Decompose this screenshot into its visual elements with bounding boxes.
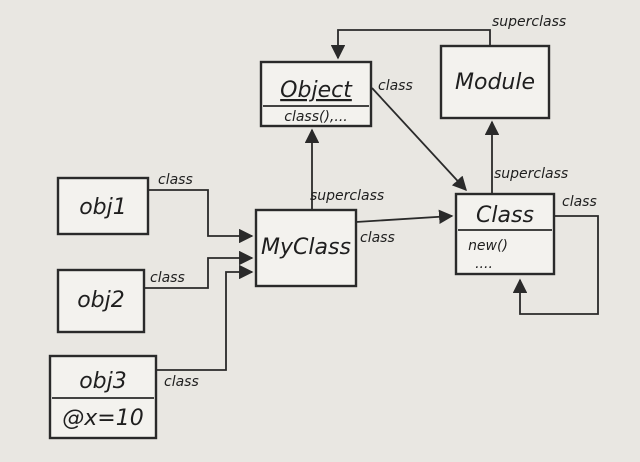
class-more-label: .... bbox=[475, 256, 493, 272]
obj1-box bbox=[56, 176, 150, 236]
obj1-node: obj1 bbox=[56, 176, 150, 236]
myclass-node: MyClass bbox=[254, 208, 358, 288]
obj1-class-arrow bbox=[148, 189, 254, 244]
class-superclass-label: superclass bbox=[494, 166, 568, 182]
class-node: Class new() .... bbox=[454, 192, 556, 276]
module-node: Module bbox=[439, 44, 551, 120]
object-method-label: class(),... bbox=[284, 109, 347, 125]
obj3-label: obj3 bbox=[79, 369, 127, 394]
obj1-class-label: class bbox=[158, 172, 193, 188]
module-superclass-label: superclass bbox=[492, 14, 566, 30]
object-label: Object bbox=[280, 78, 353, 103]
class-method-label: new() bbox=[468, 238, 508, 254]
obj1-label: obj1 bbox=[79, 195, 127, 220]
obj3-ivar-label: @x=10 bbox=[62, 406, 143, 431]
object-node: Object class(),... bbox=[259, 60, 373, 128]
obj2-class-label: class bbox=[150, 270, 185, 286]
obj2-class-arrow bbox=[144, 250, 254, 289]
class-class-loop-arrow bbox=[512, 215, 599, 315]
obj3-box bbox=[48, 354, 158, 440]
object-class-arrow bbox=[371, 87, 467, 192]
obj2-label: obj2 bbox=[77, 288, 125, 313]
myclass-class-label: class bbox=[360, 230, 395, 246]
obj3-class-label: class bbox=[164, 374, 199, 390]
class-class-label: class bbox=[562, 194, 597, 210]
myclass-class-arrow bbox=[355, 209, 454, 224]
obj2-node: obj2 bbox=[56, 268, 146, 334]
module-box bbox=[439, 44, 551, 120]
module-superclass-arrow bbox=[330, 29, 491, 60]
object-box bbox=[259, 60, 373, 128]
class-box bbox=[454, 192, 556, 276]
class-label: Class bbox=[476, 203, 534, 228]
module-label: Module bbox=[455, 70, 535, 95]
myclass-superclass-label: superclass bbox=[310, 188, 384, 204]
obj3-node: obj3 @x=10 bbox=[48, 354, 158, 440]
object-class-label: class bbox=[378, 78, 413, 94]
obj3-class-arrow bbox=[156, 264, 254, 371]
myclass-box bbox=[254, 208, 358, 288]
myclass-label: MyClass bbox=[261, 235, 351, 260]
obj2-box bbox=[56, 268, 146, 334]
